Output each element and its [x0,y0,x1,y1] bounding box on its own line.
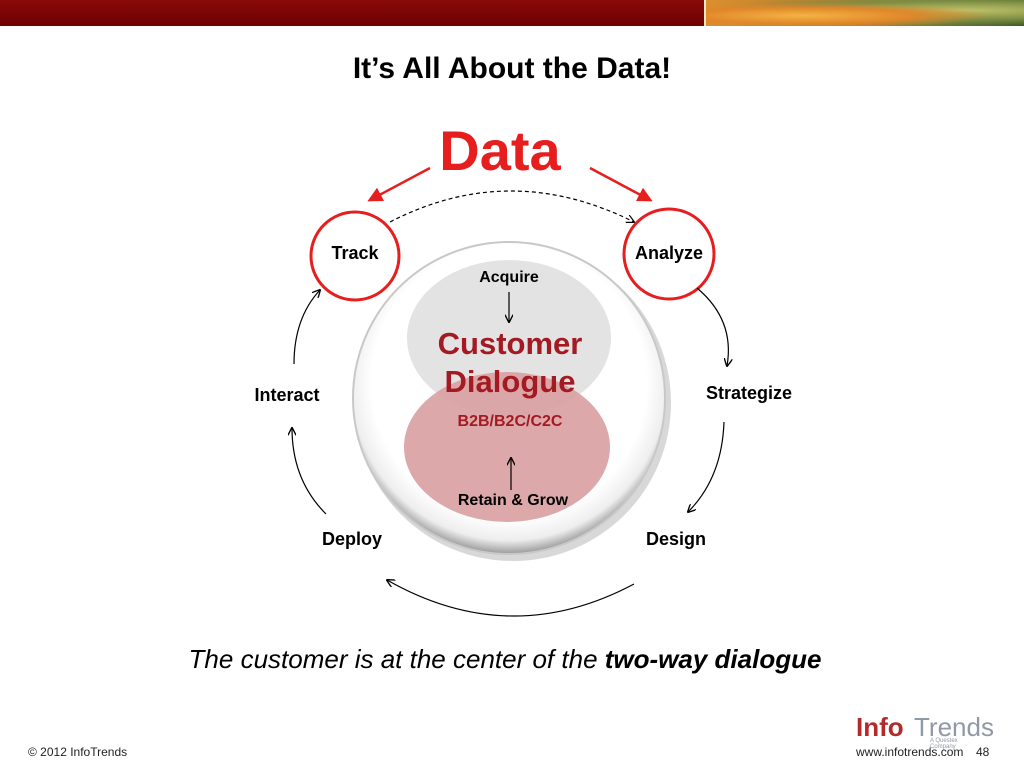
retain-grow-label: Retain & Grow [457,492,569,509]
interact-label: Interact [254,385,320,405]
deploy-to-interact-arrow [292,428,327,515]
analyze-highlight-circle [622,207,716,301]
page-number: 48 [976,745,990,759]
customer-dialogue-line1: Customer [437,326,583,361]
design-label: Design [645,529,706,549]
track-label: Track [331,243,379,263]
tagline: The customer is at the center of the two… [0,644,1010,675]
acquire-circle [407,260,611,416]
data-heading: Data [439,119,561,182]
track-highlight-circle [309,210,401,302]
tagline-plain: The customer is at the center of the [188,644,605,674]
slide-title: It’s All About the Data! [352,52,672,85]
customer-dialogue-line2: Dialogue [444,364,576,399]
tagline-bold: two-way dialogue [604,644,822,674]
logo-tagline: A Questex Company [930,738,958,750]
website-link[interactable]: www.infotrends.com [856,745,964,759]
logo-info-text: Info [856,712,904,742]
acquire-label: Acquire [479,269,539,286]
strategize-label: Strategize [705,383,793,403]
track-to-analyze-dashed-arrow [389,190,634,222]
deploy-label: Deploy [321,529,382,549]
data-arrow-left [367,166,431,202]
b2b-b2c-c2c-label: B2B/B2C/C2C [457,413,563,430]
data-arrow-right [589,166,653,202]
design-to-deploy-arrow [387,580,635,617]
copyright: © 2012 InfoTrends [28,745,128,759]
interact-to-track-arrow [293,290,320,365]
analyze-label: Analyze [634,243,704,263]
globe-banner-image [704,0,1024,26]
analyze-to-strategize-arrow [696,287,728,366]
strategize-to-design-arrow [688,421,725,512]
customer-dialogue-title: Customer Dialogue [420,325,600,401]
infotrends-logo: Info Trends A Questex Company [856,712,994,750]
retain-circle [404,372,610,522]
logo-trends-text: Trends [914,712,994,742]
